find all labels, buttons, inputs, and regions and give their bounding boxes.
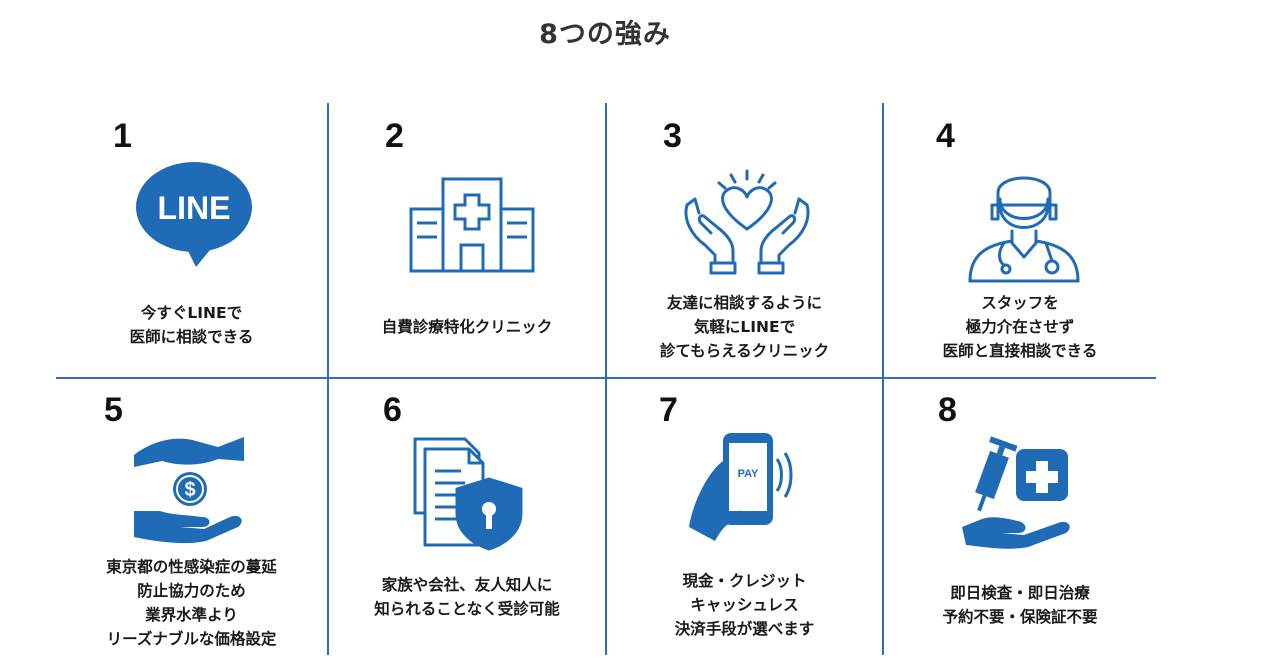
strength-label: 即日検査・即日治療 予約不要・保険証不要: [942, 584, 1098, 626]
strength-label: スタッフを 極力介在させず 医師と直接相談できる: [942, 294, 1098, 360]
strength-card-3: 3 友達に相談するように 気軽にLINEで 診てもらえるクリニック: [607, 103, 882, 377]
strength-number: 1: [113, 117, 132, 155]
hospital-building-icon: [409, 177, 535, 273]
syringe-medical-hand-icon: [962, 436, 1070, 549]
page-title: 8つの強み: [539, 19, 671, 50]
line-logo-text: LINE: [158, 190, 231, 226]
strength-card-2: 2 自費診療特化クリニック: [329, 103, 605, 377]
strength-card-8: 8 即日検査・即日治療 予約不要・保険証不要: [884, 379, 1156, 655]
strength-label: 現金・クレジット キャッシュレス 決済手段が選べます: [674, 572, 815, 638]
phone-pay-icon: PAY: [689, 433, 793, 541]
pay-text: PAY: [738, 468, 759, 480]
strength-label: 自費診療特化クリニック: [381, 318, 553, 336]
strength-card-7: 7 PAY 現金・クレジット キャッシュレス 決済手段が選べます: [607, 379, 882, 655]
hands-heart-icon: [684, 169, 810, 275]
strength-number: 8: [938, 391, 957, 429]
doctor-icon: [968, 176, 1080, 283]
strength-card-4: 4 スタッフを 極力介在させず 医師と直接相談できる: [884, 103, 1156, 377]
hands-coin-icon: $: [134, 437, 244, 544]
divider: [327, 103, 329, 655]
strength-number: 3: [663, 117, 682, 155]
strength-label: 家族や会社、友人知人に 知られることなく受診可能: [374, 576, 560, 618]
document-shield-icon: [413, 437, 523, 551]
strengths-grid: 1 LINE 今すぐLINEで 医師に相談できる 2 自費診療特化クリニック: [56, 103, 1156, 655]
line-chat-bubble-icon: LINE: [136, 162, 252, 267]
strength-label: 今すぐLINEで 医師に相談できる: [129, 304, 254, 346]
divider: [605, 103, 607, 655]
divider: [56, 377, 1156, 379]
strength-label: 友達に相談するように 気軽にLINEで 診てもらえるクリニック: [659, 294, 830, 360]
strength-number: 2: [385, 117, 404, 155]
strength-label: 東京都の性感染症の蔓延 防止協力のため 業界水準より リーズナブルな価格設定: [106, 558, 277, 648]
strength-card-1: 1 LINE 今すぐLINEで 医師に相談できる: [56, 103, 327, 377]
divider: [882, 103, 884, 655]
dollar-sign: $: [184, 479, 195, 501]
strength-number: 4: [936, 117, 955, 155]
strength-number: 7: [659, 391, 678, 429]
strength-card-6: 6 家族や会社、友人知人に 知られることなく受診可能: [329, 379, 605, 655]
strength-number: 5: [104, 391, 123, 429]
strength-number: 6: [383, 391, 402, 429]
strength-card-5: 5 $ 東京都の性感染症の蔓延 防止協力のため 業界水準より リーズナブルな価格…: [56, 379, 327, 655]
